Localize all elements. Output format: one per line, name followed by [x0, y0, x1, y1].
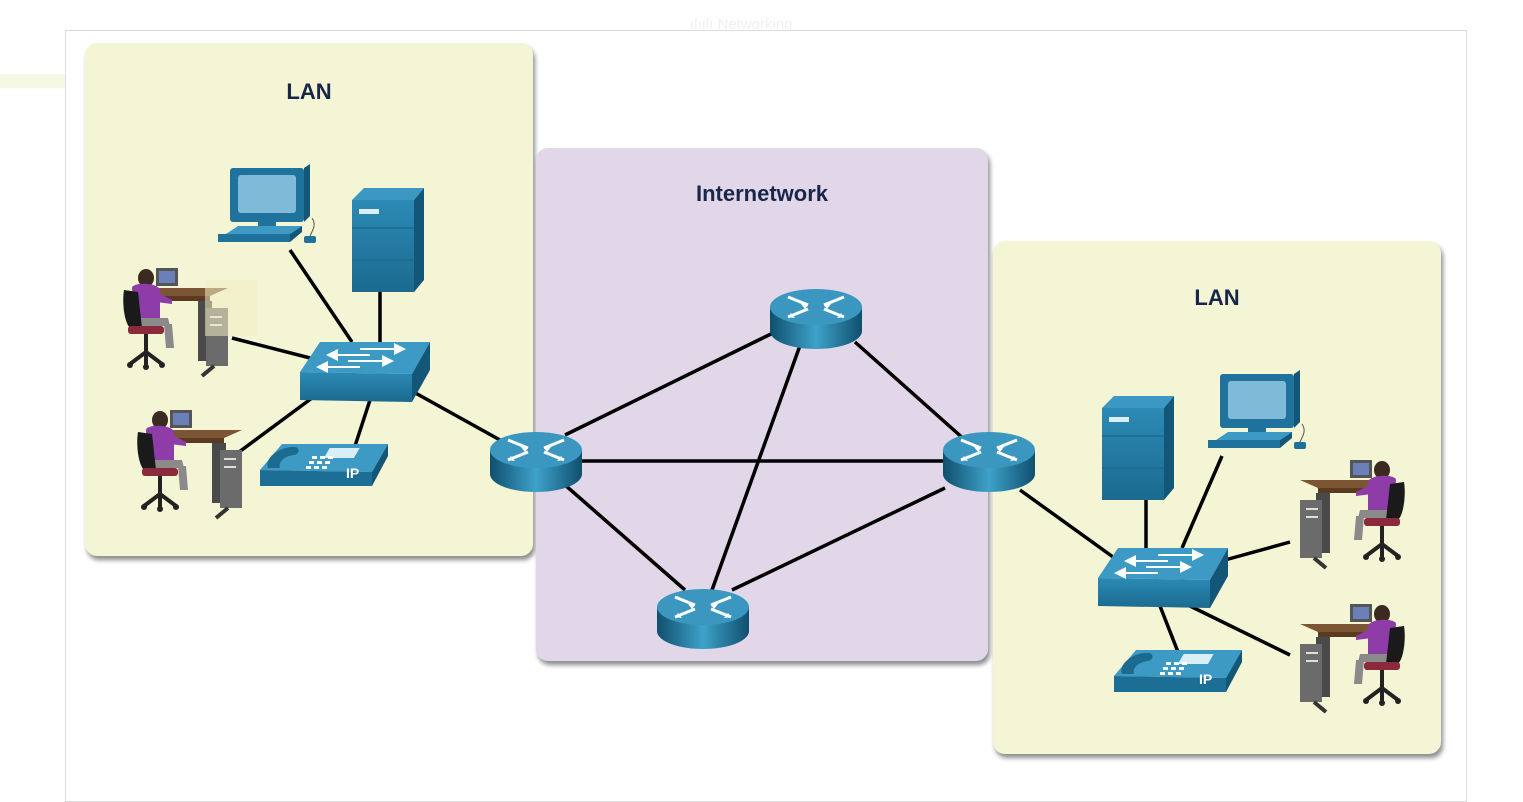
internetwork-label: Internetwork: [695, 181, 829, 206]
header-watermark: ılıılı Networking: [690, 16, 793, 33]
router-top: [768, 287, 864, 351]
ip-phone-lan-right: [1114, 650, 1242, 692]
workstation-user-1-lan-right: [1298, 458, 1407, 570]
router-right-edge: [941, 430, 1037, 494]
switch-lan-right: [1098, 548, 1228, 608]
lan-left-label: LAN: [286, 79, 332, 104]
ip-phone-lan-left: [260, 444, 388, 486]
workstation-user-2-lan-right: [1298, 602, 1407, 714]
network-links: [231, 249, 1291, 657]
desktop-computer-lan-left: [217, 163, 317, 244]
workstation-user-2-lan-left: [135, 408, 244, 520]
left-accent-strip: [0, 74, 66, 88]
router-left-edge: [488, 430, 584, 494]
router-bottom: [655, 587, 751, 651]
ip-phone-label-right: IP: [1199, 671, 1212, 687]
desktop-computer-lan-right: [1207, 369, 1307, 450]
switch-lan-left: [300, 342, 430, 402]
server-lan-left: [351, 187, 425, 293]
server-lan-right: [1101, 395, 1175, 501]
envelope-icon: [205, 280, 257, 336]
lan-right-label: LAN: [1194, 285, 1240, 310]
ip-phone-label-left: IP: [346, 465, 359, 481]
